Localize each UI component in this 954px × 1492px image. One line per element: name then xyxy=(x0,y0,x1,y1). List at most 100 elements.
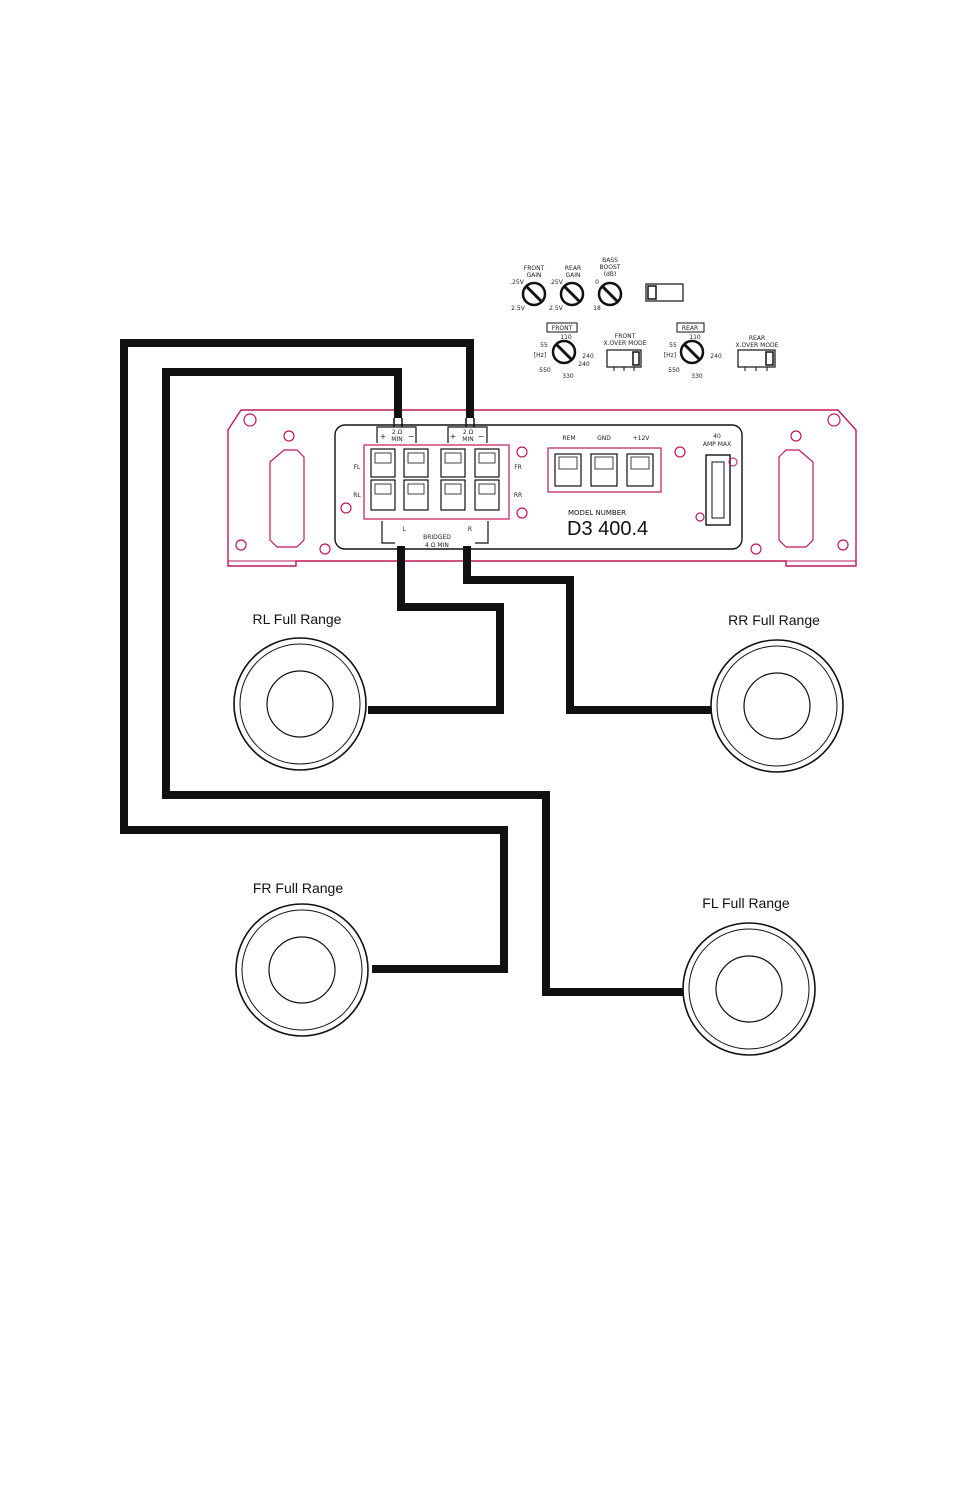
panel-screw xyxy=(695,512,705,522)
speaker-rl-frame xyxy=(233,637,367,771)
panel-screw xyxy=(516,507,528,519)
left-2ohm-l2: MIN xyxy=(391,436,402,443)
front-gain-label-2: GAIN xyxy=(526,272,541,279)
front-55: 55 xyxy=(540,342,548,349)
front-xover-knob[interactable] xyxy=(551,339,577,365)
rear-xover-switch[interactable] xyxy=(737,349,776,371)
rear-xover-label-1: REAR xyxy=(749,335,765,342)
panel-screw xyxy=(516,446,528,458)
model-number: D3 400.4 xyxy=(567,518,648,540)
panel-screw xyxy=(674,446,686,458)
fuse xyxy=(711,461,725,519)
front-gain-min: .25V xyxy=(510,279,525,286)
right-2ohm-bracket xyxy=(447,426,488,443)
speaker-wires xyxy=(120,339,712,996)
speaker-rl: RL Full Range xyxy=(233,611,367,771)
left-2ohm-l1: 2 Ω xyxy=(392,429,403,436)
rear-xover-label-2: X.OVER MODE xyxy=(736,342,779,349)
front-box-label: FRONT xyxy=(552,325,573,332)
speaker-rl-cone xyxy=(266,670,334,738)
speaker-fl-frame xyxy=(682,922,816,1056)
speaker-terminal-block xyxy=(363,444,510,520)
speaker-fr-frame xyxy=(235,903,369,1037)
front-xover-switch[interactable] xyxy=(606,349,642,371)
mount-hole xyxy=(790,430,802,442)
speaker-fl-label: FL Full Range xyxy=(702,895,790,911)
bass-boost-label-3: (dB) xyxy=(604,271,617,278)
bass-switch[interactable] xyxy=(645,283,684,302)
front-330: 330 xyxy=(562,373,574,380)
rem-label: REM xyxy=(562,435,575,442)
rear-gain-label-1: REAR xyxy=(565,265,581,272)
speaker-rl-label: RL Full Range xyxy=(253,611,342,627)
12v-label: +12V xyxy=(633,435,651,442)
fr-label: FR xyxy=(514,464,522,471)
right-minus: − xyxy=(478,432,485,441)
rear-box xyxy=(676,322,705,333)
bridged-r: R xyxy=(468,526,472,533)
front-hz: [Hz] xyxy=(534,352,546,359)
rr-label: RR xyxy=(514,492,522,499)
rear-hz: [Hz] xyxy=(664,352,676,359)
right-plus: + xyxy=(450,432,457,441)
side-slot-left xyxy=(269,449,305,548)
speaker-fr-label: FR Full Range xyxy=(253,880,343,896)
bass-boost-label-2: BOOST xyxy=(600,264,621,271)
rear-gain-max: 2.5V xyxy=(549,305,564,312)
side-slot-right xyxy=(778,449,814,548)
wire-rl xyxy=(368,546,504,714)
mount-hole xyxy=(750,543,762,555)
rear-330: 330 xyxy=(691,373,703,380)
bridged-l2: 4 Ω MIN xyxy=(425,542,449,549)
terminal-row-bottom xyxy=(370,479,500,511)
mount-hole xyxy=(283,430,295,442)
front-240a: 240 xyxy=(582,353,594,360)
speaker-fr-cone xyxy=(268,936,336,1004)
bass-boost-min: 0 xyxy=(595,279,599,286)
rear-box-label: REAR xyxy=(682,325,698,332)
power-terminal-block xyxy=(547,447,662,493)
mount-hole xyxy=(319,543,331,555)
rear-240: 240 xyxy=(710,353,722,360)
mount-hole xyxy=(243,413,257,427)
rear-gain-min: .25V xyxy=(549,279,564,286)
bridged-l: L xyxy=(402,526,406,533)
right-2ohm-l1: 2 Ω xyxy=(463,429,474,436)
terminal-row-top xyxy=(370,448,500,478)
fl-label: FL xyxy=(354,464,361,471)
speaker-fl: FL Full Range xyxy=(682,895,816,1056)
bridged-l1: BRIDGED xyxy=(423,534,451,541)
rear-55: 55 xyxy=(669,342,677,349)
fuse-l2: AMP MAX xyxy=(703,441,731,448)
bass-boost-label-1: BASS xyxy=(602,257,618,264)
front-gain-knob[interactable] xyxy=(521,281,547,307)
bridged-bracket-right xyxy=(475,521,489,544)
speaker-fr: FR Full Range xyxy=(235,880,369,1037)
front-xover-label-1: FRONT xyxy=(615,333,636,340)
mount-hole xyxy=(235,539,247,551)
fuse-screw xyxy=(728,457,738,467)
wire-fl xyxy=(162,368,683,996)
model-number-label: MODEL NUMBER xyxy=(568,509,626,517)
speaker-rr-label: RR Full Range xyxy=(728,612,820,628)
rl-label: RL xyxy=(353,492,361,499)
fuse-holder[interactable] xyxy=(705,454,731,526)
bass-boost-max: 18 xyxy=(593,305,601,312)
wire-fr xyxy=(120,339,508,973)
speaker-rr-cone xyxy=(743,672,811,740)
front-xover-label-2: X.OVER MODE xyxy=(604,340,647,347)
rear-550: 550 xyxy=(668,367,680,374)
front-110: 110 xyxy=(560,334,572,341)
bass-boost-knob[interactable] xyxy=(597,281,623,307)
speaker-rr-frame xyxy=(710,639,844,773)
rear-gain-knob[interactable] xyxy=(559,281,585,307)
rear-xover-knob[interactable] xyxy=(679,339,705,365)
right-2ohm-l2: MIN xyxy=(462,436,473,443)
left-minus: − xyxy=(408,432,415,441)
front-gain-max: 2.5V xyxy=(511,305,526,312)
rear-gain-label-2: GAIN xyxy=(565,272,580,279)
amp-front-panel xyxy=(334,424,743,550)
front-550: 550 xyxy=(539,367,551,374)
mount-hole xyxy=(827,413,841,427)
